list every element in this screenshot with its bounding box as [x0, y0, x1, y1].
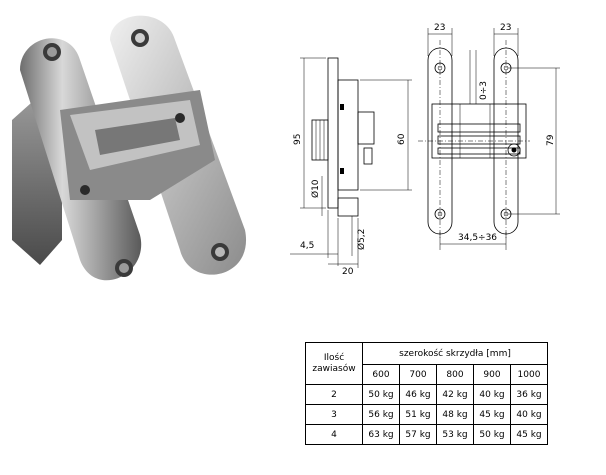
column-header: 700 — [399, 364, 437, 385]
dim-offset: 4,5 — [300, 241, 314, 251]
table-cell: 51 kg — [399, 404, 437, 425]
dim-width-right: 23 — [500, 23, 511, 33]
dim-width-left: 23 — [434, 23, 445, 33]
load-capacity-table: Ilość zawiasów szerokość skrzydła [mm] 6… — [305, 342, 548, 445]
dim-depth: 20 — [342, 267, 354, 277]
table-cell: 40 kg — [510, 404, 548, 425]
hinge-count: 3 — [305, 404, 363, 425]
group-header: szerokość skrzydła [mm] — [362, 342, 548, 365]
table-row: 2 50 kg 46 kg 42 kg 40 kg 36 kg — [305, 384, 548, 405]
table-cell: 50 kg — [362, 384, 400, 405]
table-cell: 56 kg — [362, 404, 400, 425]
table-cell: 50 kg — [473, 424, 511, 445]
table-row: 3 56 kg 51 kg 48 kg 45 kg 40 kg — [305, 404, 548, 425]
hinge-count: 4 — [305, 424, 363, 445]
row-header: Ilość zawiasów — [305, 342, 363, 385]
table-cell: 42 kg — [436, 384, 474, 405]
side-view: 95 60 Ø10 Ø5,2 4,5 20 — [290, 57, 412, 277]
dim-screw-diameter: Ø5,2 — [356, 229, 367, 250]
table-cell: 57 kg — [399, 424, 437, 445]
table-cell: 48 kg — [436, 404, 474, 425]
dim-spacing: 34,5÷36 — [458, 233, 497, 243]
dim-height-overall: 95 — [293, 134, 303, 145]
dim-hole-diameter: Ø10 — [310, 179, 321, 198]
column-header: 600 — [362, 364, 400, 385]
table-cell: 45 kg — [510, 424, 548, 445]
column-header: 900 — [473, 364, 511, 385]
column-header: 1000 — [510, 364, 548, 385]
table-cell: 63 kg — [362, 424, 400, 445]
column-header: 800 — [436, 364, 474, 385]
table-cell: 36 kg — [510, 384, 548, 405]
dim-gap: 0÷3 — [479, 81, 489, 100]
table-cell: 45 kg — [473, 404, 511, 425]
column-header-row: 600 700 800 900 1000 — [306, 364, 548, 385]
table-cell: 46 kg — [399, 384, 437, 405]
dim-height-inner: 60 — [397, 133, 407, 145]
hinge-photo — [12, 15, 247, 281]
hinge-count: 2 — [305, 384, 363, 405]
table-cell: 53 kg — [436, 424, 474, 445]
dim-height: 79 — [546, 134, 556, 146]
front-view: 23 23 0÷3 79 34,5÷36 — [418, 23, 560, 250]
table-row: 4 63 kg 57 kg 53 kg 50 kg 45 kg — [305, 424, 548, 445]
technical-drawing: 95 60 Ø10 Ø5,2 4,5 20 — [290, 23, 560, 277]
table-cell: 40 kg — [473, 384, 511, 405]
